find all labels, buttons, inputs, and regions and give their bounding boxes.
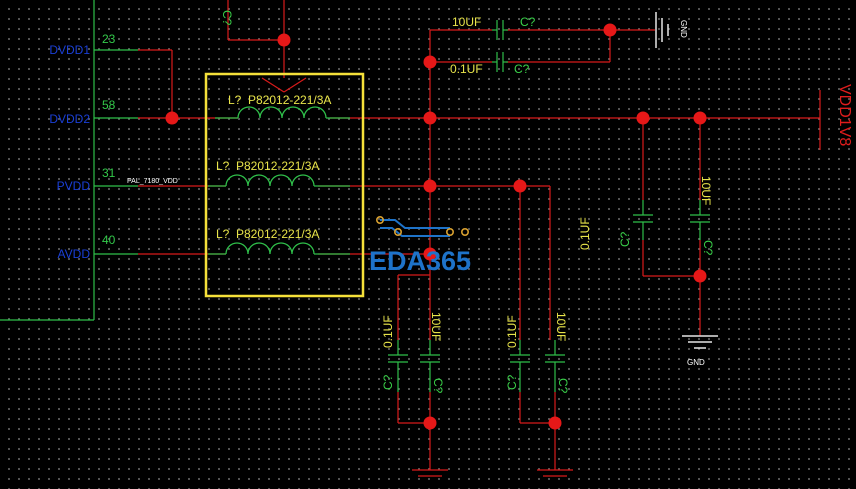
- gnd-symbol-top[interactable]: [655, 12, 669, 48]
- selection-box[interactable]: [204, 72, 365, 298]
- eda365-logo-mark: [375, 216, 469, 237]
- net-label-pal-vdd[interactable]: PAL_7180_VDD: [127, 178, 178, 185]
- pin-name-dvdd1: DVDD1: [49, 43, 90, 57]
- cap-low-10uf[interactable]: [545, 340, 565, 392]
- cap-right-01uf-value: 0.1UF: [578, 217, 592, 250]
- pin-name-avdd: AVDD: [58, 247, 91, 261]
- inductor-2-ref: L?: [216, 159, 230, 173]
- gnd-symbol-right[interactable]: [682, 335, 718, 349]
- pin-number-58: 58: [102, 98, 116, 112]
- cap-mid-01uf-value: 0.1UF: [381, 315, 395, 348]
- cap-mid-10uf[interactable]: [420, 340, 440, 392]
- pin-name-dvdd2: DVDD2: [49, 112, 90, 126]
- cap-low-10uf-value: 10UF: [554, 312, 568, 341]
- inductor-1[interactable]: [215, 106, 350, 119]
- cap-mid-01uf[interactable]: [388, 340, 408, 392]
- inductor-2-value: P82012-221/3A: [236, 159, 319, 173]
- inductor-3-ref: L?: [216, 227, 230, 241]
- cap-low-01uf[interactable]: [510, 340, 530, 392]
- cap-top-01uf-ref: C?: [514, 62, 530, 76]
- cap-topleft-ref: C?: [220, 10, 234, 26]
- cap-top-10uf-value: 10UF: [452, 15, 481, 29]
- cap-top-01uf[interactable]: [492, 52, 508, 72]
- gnd-label-right: GND: [687, 358, 705, 367]
- cap-top-10uf[interactable]: [492, 20, 508, 40]
- inductor-3[interactable]: [208, 242, 350, 255]
- gnd-symbol-bottom-low[interactable]: [537, 469, 573, 477]
- pin-name-pvdd: PVDD: [57, 179, 91, 193]
- cap-mid-10uf-value: 10UF: [429, 312, 443, 341]
- cap-right-10uf-ref: C?: [701, 240, 715, 256]
- supply-label-vdd1v8[interactable]: VDD1V8: [836, 84, 853, 146]
- junction-nodes[interactable]: [165, 23, 707, 430]
- cap-top-10uf-ref: C?: [520, 15, 536, 29]
- cap-right-01uf[interactable]: [633, 200, 653, 240]
- cap-low-01uf-value: 0.1UF: [505, 315, 519, 348]
- inductor-2[interactable]: [208, 174, 350, 187]
- cap-right-01uf-ref: C?: [618, 231, 632, 247]
- gnd-label-top: GND: [679, 20, 688, 38]
- pin-number-23: 23: [102, 32, 116, 46]
- inductor-1-ref: L?: [228, 93, 242, 107]
- pin-number-40: 40: [102, 233, 116, 247]
- cap-mid-10uf-ref: C?: [431, 378, 445, 394]
- cap-right-10uf-value: 10UF: [699, 176, 713, 205]
- gnd-symbol-bottom-mid[interactable]: [412, 469, 448, 477]
- eda365-watermark: EDA365: [369, 246, 471, 276]
- inductor-3-value: P82012-221/3A: [236, 227, 319, 241]
- cap-right-10uf[interactable]: [690, 200, 710, 240]
- pin-number-31: 31: [102, 166, 116, 180]
- cap-low-01uf-ref: C?: [505, 374, 519, 390]
- cap-top-01uf-value: 0.1UF: [450, 62, 483, 76]
- inductor-1-value: P82012-221/3A: [248, 93, 331, 107]
- cap-mid-01uf-ref: C?: [381, 374, 395, 390]
- chip-pin-stubs: [94, 49, 138, 255]
- cap-low-10uf-ref: C?: [556, 378, 570, 394]
- chip-body[interactable]: [0, 0, 95, 321]
